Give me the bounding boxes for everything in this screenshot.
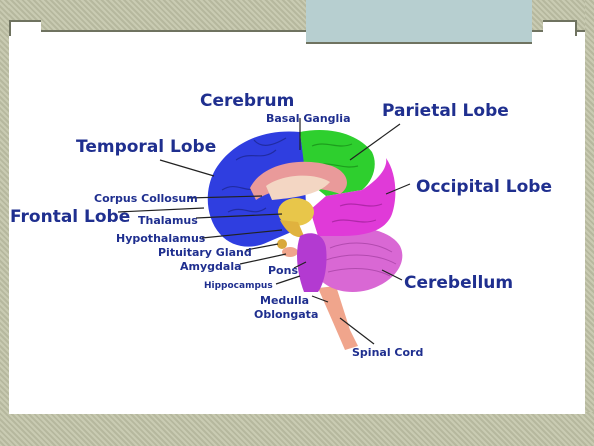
- label-hypothalamus: Hypothalamus: [116, 232, 206, 245]
- label-corpus-collosum: Corpus Collosum: [94, 192, 198, 205]
- cerebellum-shape: [315, 228, 402, 292]
- label-thalamus: Thalamus: [138, 214, 198, 227]
- spinal-cord-shape: [318, 286, 358, 350]
- label-basal-ganglia: Basal Ganglia: [266, 112, 351, 125]
- label-parietal-lobe: Parietal Lobe: [382, 101, 509, 121]
- pituitary-gland-shape: [277, 239, 287, 249]
- label-oblongata: Oblongata: [254, 308, 318, 321]
- label-cerebellum: Cerebellum: [404, 273, 513, 293]
- brainstem-shape: [297, 233, 326, 292]
- label-hippocampus: Hippocampus: [204, 281, 273, 291]
- label-frontal-lobe: Frontal Lobe: [10, 207, 130, 227]
- label-medulla: Medulla: [260, 294, 309, 307]
- label-occipital-lobe: Occipital Lobe: [416, 177, 552, 197]
- label-pons: Pons: [268, 264, 298, 277]
- label-pituitary-gland: Pituitary Gland: [158, 246, 252, 259]
- label-temporal-lobe: Temporal Lobe: [76, 137, 216, 157]
- label-spinal-cord: Spinal Cord: [352, 346, 423, 359]
- label-amygdala: Amygdala: [180, 260, 242, 273]
- label-cerebrum: Cerebrum: [200, 91, 294, 111]
- amygdala-shape: [282, 247, 298, 257]
